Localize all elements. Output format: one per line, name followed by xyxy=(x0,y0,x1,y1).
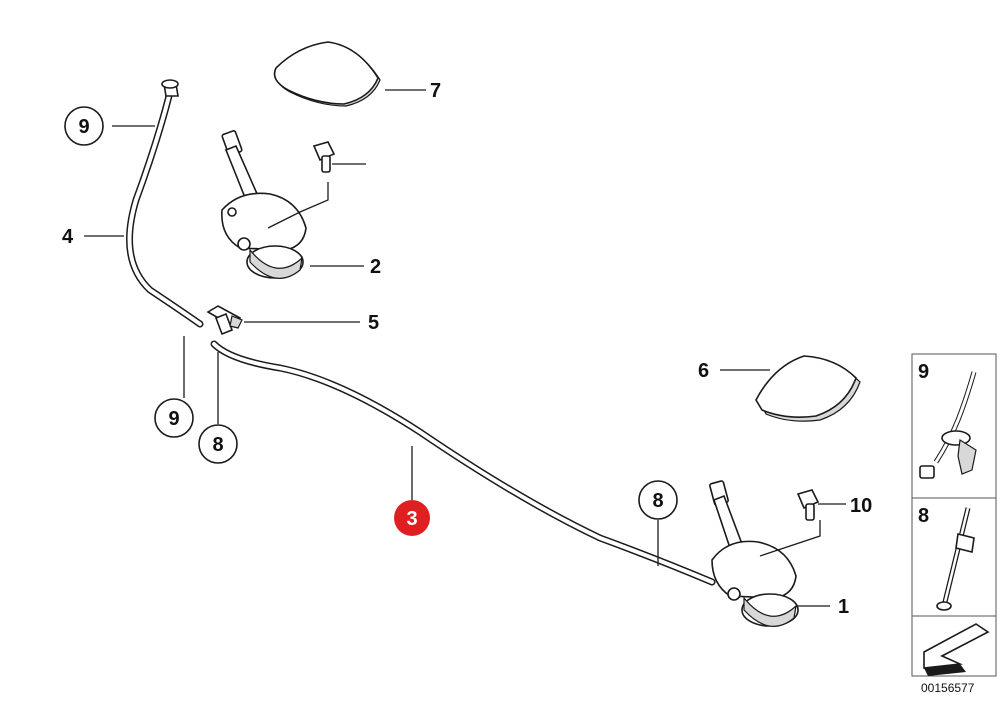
circle-callout-9a[interactable]: 9 xyxy=(64,106,104,146)
highlight-callout-3[interactable]: 3 xyxy=(394,500,430,536)
svg-text:9: 9 xyxy=(78,116,89,138)
washer-jet-2[interactable] xyxy=(221,130,307,279)
svg-text:8: 8 xyxy=(212,434,223,456)
arrow-icon xyxy=(923,623,990,676)
svg-text:8: 8 xyxy=(652,490,663,512)
svg-text:3: 3 xyxy=(406,508,417,530)
cover-cap-7[interactable] xyxy=(273,41,381,107)
callout-6[interactable]: 6 xyxy=(698,360,709,382)
svg-text:9: 9 xyxy=(168,408,179,430)
callout-5[interactable]: 5 xyxy=(368,312,379,334)
cover-cap-6[interactable] xyxy=(755,355,861,422)
clip-9-illustration xyxy=(919,371,977,479)
hose-4[interactable] xyxy=(126,79,204,328)
legend-label-8: 8 xyxy=(918,505,929,527)
leader-1-screw xyxy=(759,520,821,557)
callout-1[interactable]: 1 xyxy=(838,596,849,618)
hose-3[interactable] xyxy=(210,340,716,586)
screw-top[interactable] xyxy=(312,141,336,173)
t-connector-5[interactable] xyxy=(206,305,243,336)
screw-10[interactable] xyxy=(796,489,820,521)
legend-panel: 9 8 xyxy=(911,353,997,677)
cable-tie-8-illustration xyxy=(936,507,975,611)
washer-jet-1[interactable] xyxy=(709,480,799,627)
leader-2-screw xyxy=(267,182,329,229)
circle-callout-8b[interactable]: 8 xyxy=(638,480,678,520)
callout-10[interactable]: 10 xyxy=(850,495,872,517)
circle-callout-8a[interactable]: 8 xyxy=(198,424,238,464)
callout-2[interactable]: 2 xyxy=(370,256,381,278)
reference-number: 00156577 xyxy=(921,681,975,695)
callout-7[interactable]: 7 xyxy=(430,80,441,102)
legend-label-9: 9 xyxy=(918,361,929,383)
circle-callout-9b[interactable]: 9 xyxy=(154,398,194,438)
callout-4[interactable]: 4 xyxy=(62,226,74,248)
